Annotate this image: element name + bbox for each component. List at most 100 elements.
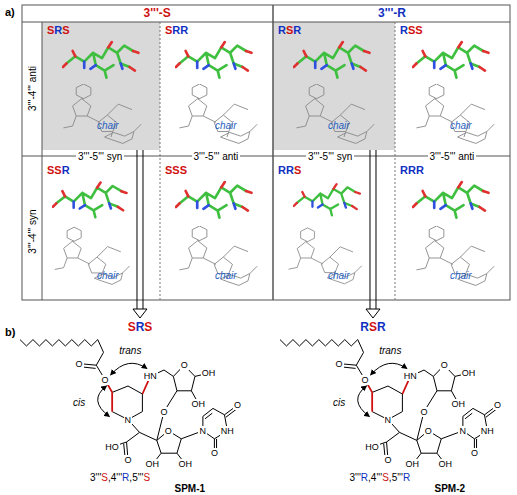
atom-label: O [470,448,479,458]
bond-line [205,413,212,419]
bond-line [372,386,388,392]
cis-arrow [98,386,110,416]
arrow-shaft [136,150,137,309]
stereo-cell: SRSchair [42,22,160,150]
conformation-label: chair [450,270,472,281]
bond-line [465,413,472,419]
bond-line [388,386,402,394]
subgroup-label: 3'''-5''' anti [428,151,477,162]
bond-line [78,340,84,346]
stereo-cell: RSRchair [273,22,395,150]
atom-label: OH [404,459,420,469]
atom-label: N [458,426,467,436]
bond-line [72,340,78,346]
relation-label: cis [333,397,345,408]
atom-label: OH [191,399,207,409]
cis-arrow [358,386,370,416]
bond-line [345,340,351,346]
panel-label: a) [5,6,15,18]
bond-line [213,408,225,414]
bond-line [312,340,318,346]
bond-line [299,340,305,346]
atom-label: N [124,415,133,425]
stereo-label: RSS [400,24,423,36]
conformation-label: chair [450,120,472,131]
bond-line [319,340,325,346]
arrow-shaft [375,150,376,309]
trans-arrow [111,363,147,375]
atom-label: OH [438,459,454,469]
hollow-arrow [366,150,380,318]
relation-label: cis [73,397,85,408]
bond-line [177,439,181,453]
bond-line [98,340,104,353]
bond-line [424,370,433,376]
subgroup-label: 3'''-5''' syn [306,151,354,162]
bond-line [387,432,400,442]
bond-line [96,352,103,365]
bond-line [140,432,157,440]
atom-label: HO [364,442,380,452]
panel-label: b) [5,326,15,338]
atom-label: HO [104,442,120,452]
stereo-cell: RRR chair [395,162,510,300]
atom-label: O [210,448,219,458]
atom-label: N [384,415,393,425]
atom-label: O [384,455,393,465]
bond-line [286,340,292,346]
stereo-label: SRS [47,24,70,36]
configuration-label: 3'''S,4'''R,5'''S [90,472,150,483]
bond-line [358,340,364,353]
bond-line [39,340,45,346]
bond-line [203,408,213,416]
atom-label: OH [461,368,477,378]
atom-label: HN [143,371,158,381]
atom-label: O [440,360,449,370]
atom-label: O [233,400,242,410]
bond-line [402,394,403,412]
compound-name: SPM-1 [175,483,206,494]
bond-line [417,440,421,453]
atom-label: HN [403,371,418,381]
row-header: 3'''-4''' syn [27,209,38,253]
bond-line [437,439,441,453]
bond-line [400,432,417,440]
bond-line [161,453,177,454]
compound-name: SPM-2 [435,483,466,494]
bond-line [85,340,91,346]
stereo-label: RRR [400,164,424,176]
conformation-label: chair [215,120,237,131]
arrow-shaft [142,150,143,309]
atom-label: NH [480,426,495,436]
bond-line [306,340,312,346]
bond-line [91,340,97,346]
atom-label: O [180,360,189,370]
bond-line [65,340,71,346]
stereo-cell: RSS chair [395,22,510,150]
atom-label: O [493,400,502,410]
bond-line [325,340,331,346]
column-header: 3'''-R [378,6,406,20]
bond-line [351,340,357,346]
bond-line [26,340,32,346]
bond-line [433,376,437,390]
atom-label: O [360,375,369,385]
bond-line [338,340,344,346]
atom-label: O [335,359,344,369]
bond-line [437,390,451,391]
bond-line [173,376,177,390]
conformation-label: chair [215,270,237,281]
bond-line [59,340,65,346]
bond-line [177,390,191,391]
bond-line [356,352,363,365]
stereo-cell: SSSchair [160,162,273,300]
atom-label: OH [201,368,217,378]
bond-line [293,340,299,346]
atom-label: O [164,426,173,436]
column-header: 3'''-S [144,6,171,20]
subgroup-label: 3'''-5''' syn [76,151,124,162]
bond-line [421,453,437,454]
